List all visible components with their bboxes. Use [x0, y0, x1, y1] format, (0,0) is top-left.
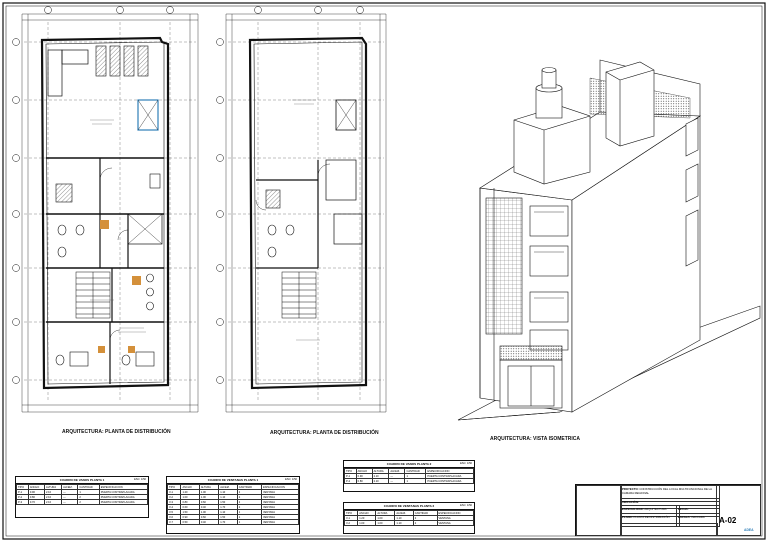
window-schedule-plan-2: CUADRO DE VENTANAS PLANTA 2 ESC: 1/50 TI…	[343, 502, 475, 534]
brand-name: ADEA	[744, 528, 754, 532]
location-cell: UBICACIÓN:	[620, 498, 720, 509]
table-scale: ESC: 1/50	[134, 478, 146, 481]
floor-plan-1	[12, 6, 199, 413]
window-schedule-plan-1: CUADRO DE VENTANAS PLANTA 1 ESC: 1/50 TI…	[166, 476, 300, 534]
door-schedule-plan-1: CUADRO DE VANOS PLANTA 1 ESC: 1/50 TIPO …	[15, 476, 149, 518]
specialty-cell: ESPECIALIDAD: ARQUITECTURA	[620, 505, 680, 517]
table-scale: ESC: 1/50	[460, 462, 472, 465]
project-cell: PROYECTO: CONSTRUCCIÓN DEL LOCAL MULTIFU…	[620, 485, 720, 502]
institution-cell	[576, 485, 622, 536]
caption-plan-1: ARQUITECTURA: PLANTA DE DISTRIBUCIÓN	[62, 429, 171, 435]
sheet-number: A-02	[719, 516, 737, 525]
table-title: CUADRO DE VENTANAS PLANTA 2	[344, 503, 474, 510]
project-name: CONSTRUCCIÓN DEL LOCAL MULTIFUNCIONAL DE…	[622, 487, 712, 495]
schedule-table: TIPO ANCHO ALTURA ALFEIZ. CANTIDAD ESPEC…	[344, 468, 474, 484]
caption-plan-2: ARQUITECTURA: PLANTA DE DISTRIBUCIÓN	[270, 430, 379, 436]
table-scale: ESC: 1/50	[285, 478, 297, 481]
date-cell: FECHA:	[676, 505, 720, 517]
scale-value: INDICADA	[691, 515, 705, 519]
plan-cell: PLANO: PLANTA DE DISTRIBUCIÓN	[620, 513, 680, 527]
schedule-table: TIPO ANCHO ALTURA ALFEIZ. CANTIDAD ESPEC…	[16, 484, 149, 505]
floor-plan-2	[216, 6, 387, 413]
caption-isometric: ARQUITECTURA: VISTA ISOMETRICA	[490, 436, 580, 442]
sheet-cell: A-02 ADEA	[716, 485, 761, 536]
table-scale: ESC: 1/50	[460, 504, 472, 507]
table-title: CUADRO DE VENTANAS PLANTA 1	[167, 477, 299, 484]
schedule-table: TIPO ANCHO ALTURA ALFEIZ. CANTIDAD ESPEC…	[166, 484, 300, 525]
plan-value: PLANTA DE DISTRIBUCIÓN	[633, 515, 670, 519]
specialty-value: ARQUITECTURA	[644, 507, 667, 511]
door-schedule-plan-2: CUADRO DE VANOS PLANTA 2 ESC: 1/50 TIPO …	[343, 460, 475, 492]
table-title: CUADRO DE VANOS PLANTA 1	[16, 477, 148, 484]
scale-cell: ESCALA: INDICADA	[676, 513, 720, 527]
schedule-table: TIPO ANCHO ALTURA ALFEIZ. CANTIDAD ESPEC…	[343, 510, 474, 526]
table-title: CUADRO DE VANOS PLANTA 2	[344, 461, 474, 468]
signature-cell	[620, 523, 718, 536]
isometric-view	[457, 59, 761, 421]
title-block: PROYECTO: CONSTRUCCIÓN DEL LOCAL MULTIFU…	[575, 484, 761, 536]
